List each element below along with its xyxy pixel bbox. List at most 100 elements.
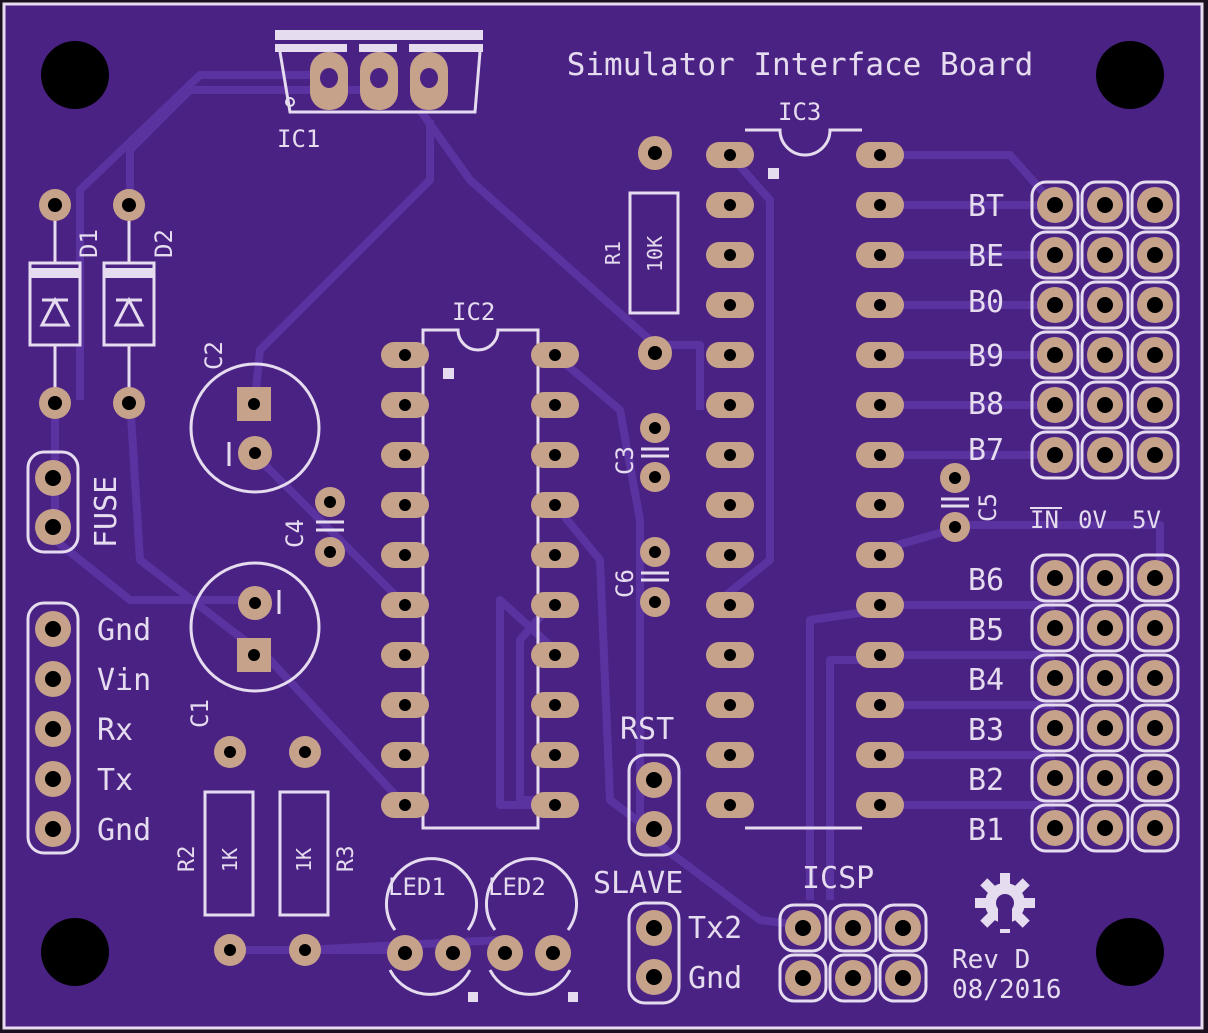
ic3-pad (706, 692, 754, 718)
ic2-pad (381, 642, 429, 668)
rst-header (627, 753, 681, 857)
btn-label-b9: B9 (968, 339, 1004, 374)
r3-label: R3 (334, 846, 359, 873)
legend-0v: 0V (1078, 506, 1107, 534)
ic3-pad (706, 592, 754, 618)
header-pin (1030, 330, 1080, 380)
btn-label-b4: B4 (968, 663, 1004, 698)
slave-pin-gnd: Gnd (688, 961, 742, 996)
ic3-pad (856, 542, 904, 568)
header-pin (1030, 230, 1080, 280)
btn-label-b0: B0 (968, 285, 1004, 320)
header-pin (1080, 553, 1130, 603)
header-pin (1030, 180, 1080, 230)
ic3-pad (856, 642, 904, 668)
header-pin (1030, 703, 1080, 753)
resistor-r2 (203, 736, 255, 966)
c5-label: C5 (974, 493, 1002, 522)
header-pin (1080, 430, 1130, 480)
ic2-pad (381, 442, 429, 468)
header-pin (1130, 380, 1180, 430)
slave-label: SLAVE (593, 866, 683, 901)
r1-label: R1 (601, 241, 625, 265)
r2-label: R2 (175, 846, 200, 873)
ic3-pad (856, 392, 904, 418)
header-pin (1030, 653, 1080, 703)
btn-label-b5: B5 (968, 613, 1004, 648)
c4-label: C4 (281, 519, 309, 548)
ic2-pad (531, 742, 579, 768)
ic3-chip (706, 128, 904, 830)
ic3-pad (856, 342, 904, 368)
ic3-pad (856, 192, 904, 218)
ic2-pad (531, 492, 579, 518)
header-pin (1030, 430, 1080, 480)
power-pin-tx: Tx (97, 763, 133, 798)
header-pin (1130, 703, 1180, 753)
led2-label: LED2 (488, 873, 546, 901)
button-header-top (1030, 180, 1180, 480)
header-pin (1030, 803, 1080, 853)
legend-5v: 5V (1132, 506, 1161, 534)
ic3-pad (706, 442, 754, 468)
ic2-pad (531, 392, 579, 418)
header-pin (1130, 430, 1180, 480)
ic3-pad (706, 742, 754, 768)
slave-header (627, 901, 681, 1005)
header-pin (1130, 603, 1180, 653)
power-pin-rx: Rx (97, 713, 133, 748)
header-pin (878, 903, 928, 953)
header-pin (1080, 703, 1130, 753)
capacitor-c4 (315, 487, 345, 567)
header-pin (1080, 653, 1130, 703)
capacitor-c2 (189, 362, 321, 494)
icsp-header (778, 903, 928, 1003)
btn-label-b8: B8 (968, 387, 1004, 422)
icsp-label: ICSP (802, 861, 874, 896)
ic3-pad (856, 692, 904, 718)
c2-label: C2 (200, 341, 228, 370)
ic2-pad (381, 342, 429, 368)
c1-label: C1 (186, 699, 214, 728)
copper-traces (51, 71, 1164, 954)
r1-value: 10K (643, 236, 667, 272)
header-pin (1080, 280, 1130, 330)
legend-in: IN (1030, 506, 1059, 534)
header-pin (828, 953, 878, 1003)
r3-value: 1K (292, 848, 316, 872)
ic3-pad (856, 292, 904, 318)
header-pin (878, 953, 928, 1003)
header-pin (1030, 753, 1080, 803)
btn-label-b2: B2 (968, 763, 1004, 798)
date-label: 08/2016 (952, 975, 1062, 1005)
ic2-pad (381, 742, 429, 768)
ic3-pad (856, 442, 904, 468)
ic2-pad (531, 542, 579, 568)
fuse-label: FUSE (89, 476, 124, 548)
btn-label-b3: B3 (968, 713, 1004, 748)
header-pin (1130, 180, 1180, 230)
capacitor-c6 (640, 537, 670, 617)
power-header (26, 601, 80, 855)
power-pin-vin: Vin (97, 663, 151, 698)
resistor-r1 (628, 136, 680, 370)
header-pin (1080, 603, 1130, 653)
revision-label: Rev D (952, 945, 1030, 975)
ic2-label: IC2 (452, 298, 495, 326)
header-pin (778, 953, 828, 1003)
ic3-pad (856, 142, 904, 168)
btn-label-b7: B7 (968, 433, 1004, 468)
diode-d1 (28, 189, 82, 419)
ic3-pad (706, 142, 754, 168)
diode-d2 (102, 189, 156, 419)
capacitor-c5 (940, 463, 970, 542)
header-pin (1130, 803, 1180, 853)
resistor-r3 (278, 736, 330, 966)
ic3-label: IC3 (778, 98, 821, 126)
btn-label-be: BE (968, 239, 1004, 274)
d1-label: D1 (75, 229, 103, 258)
ic3-pad (856, 592, 904, 618)
header-pin (1080, 753, 1130, 803)
btn-label-b6: B6 (968, 563, 1004, 598)
header-pin (1130, 753, 1180, 803)
